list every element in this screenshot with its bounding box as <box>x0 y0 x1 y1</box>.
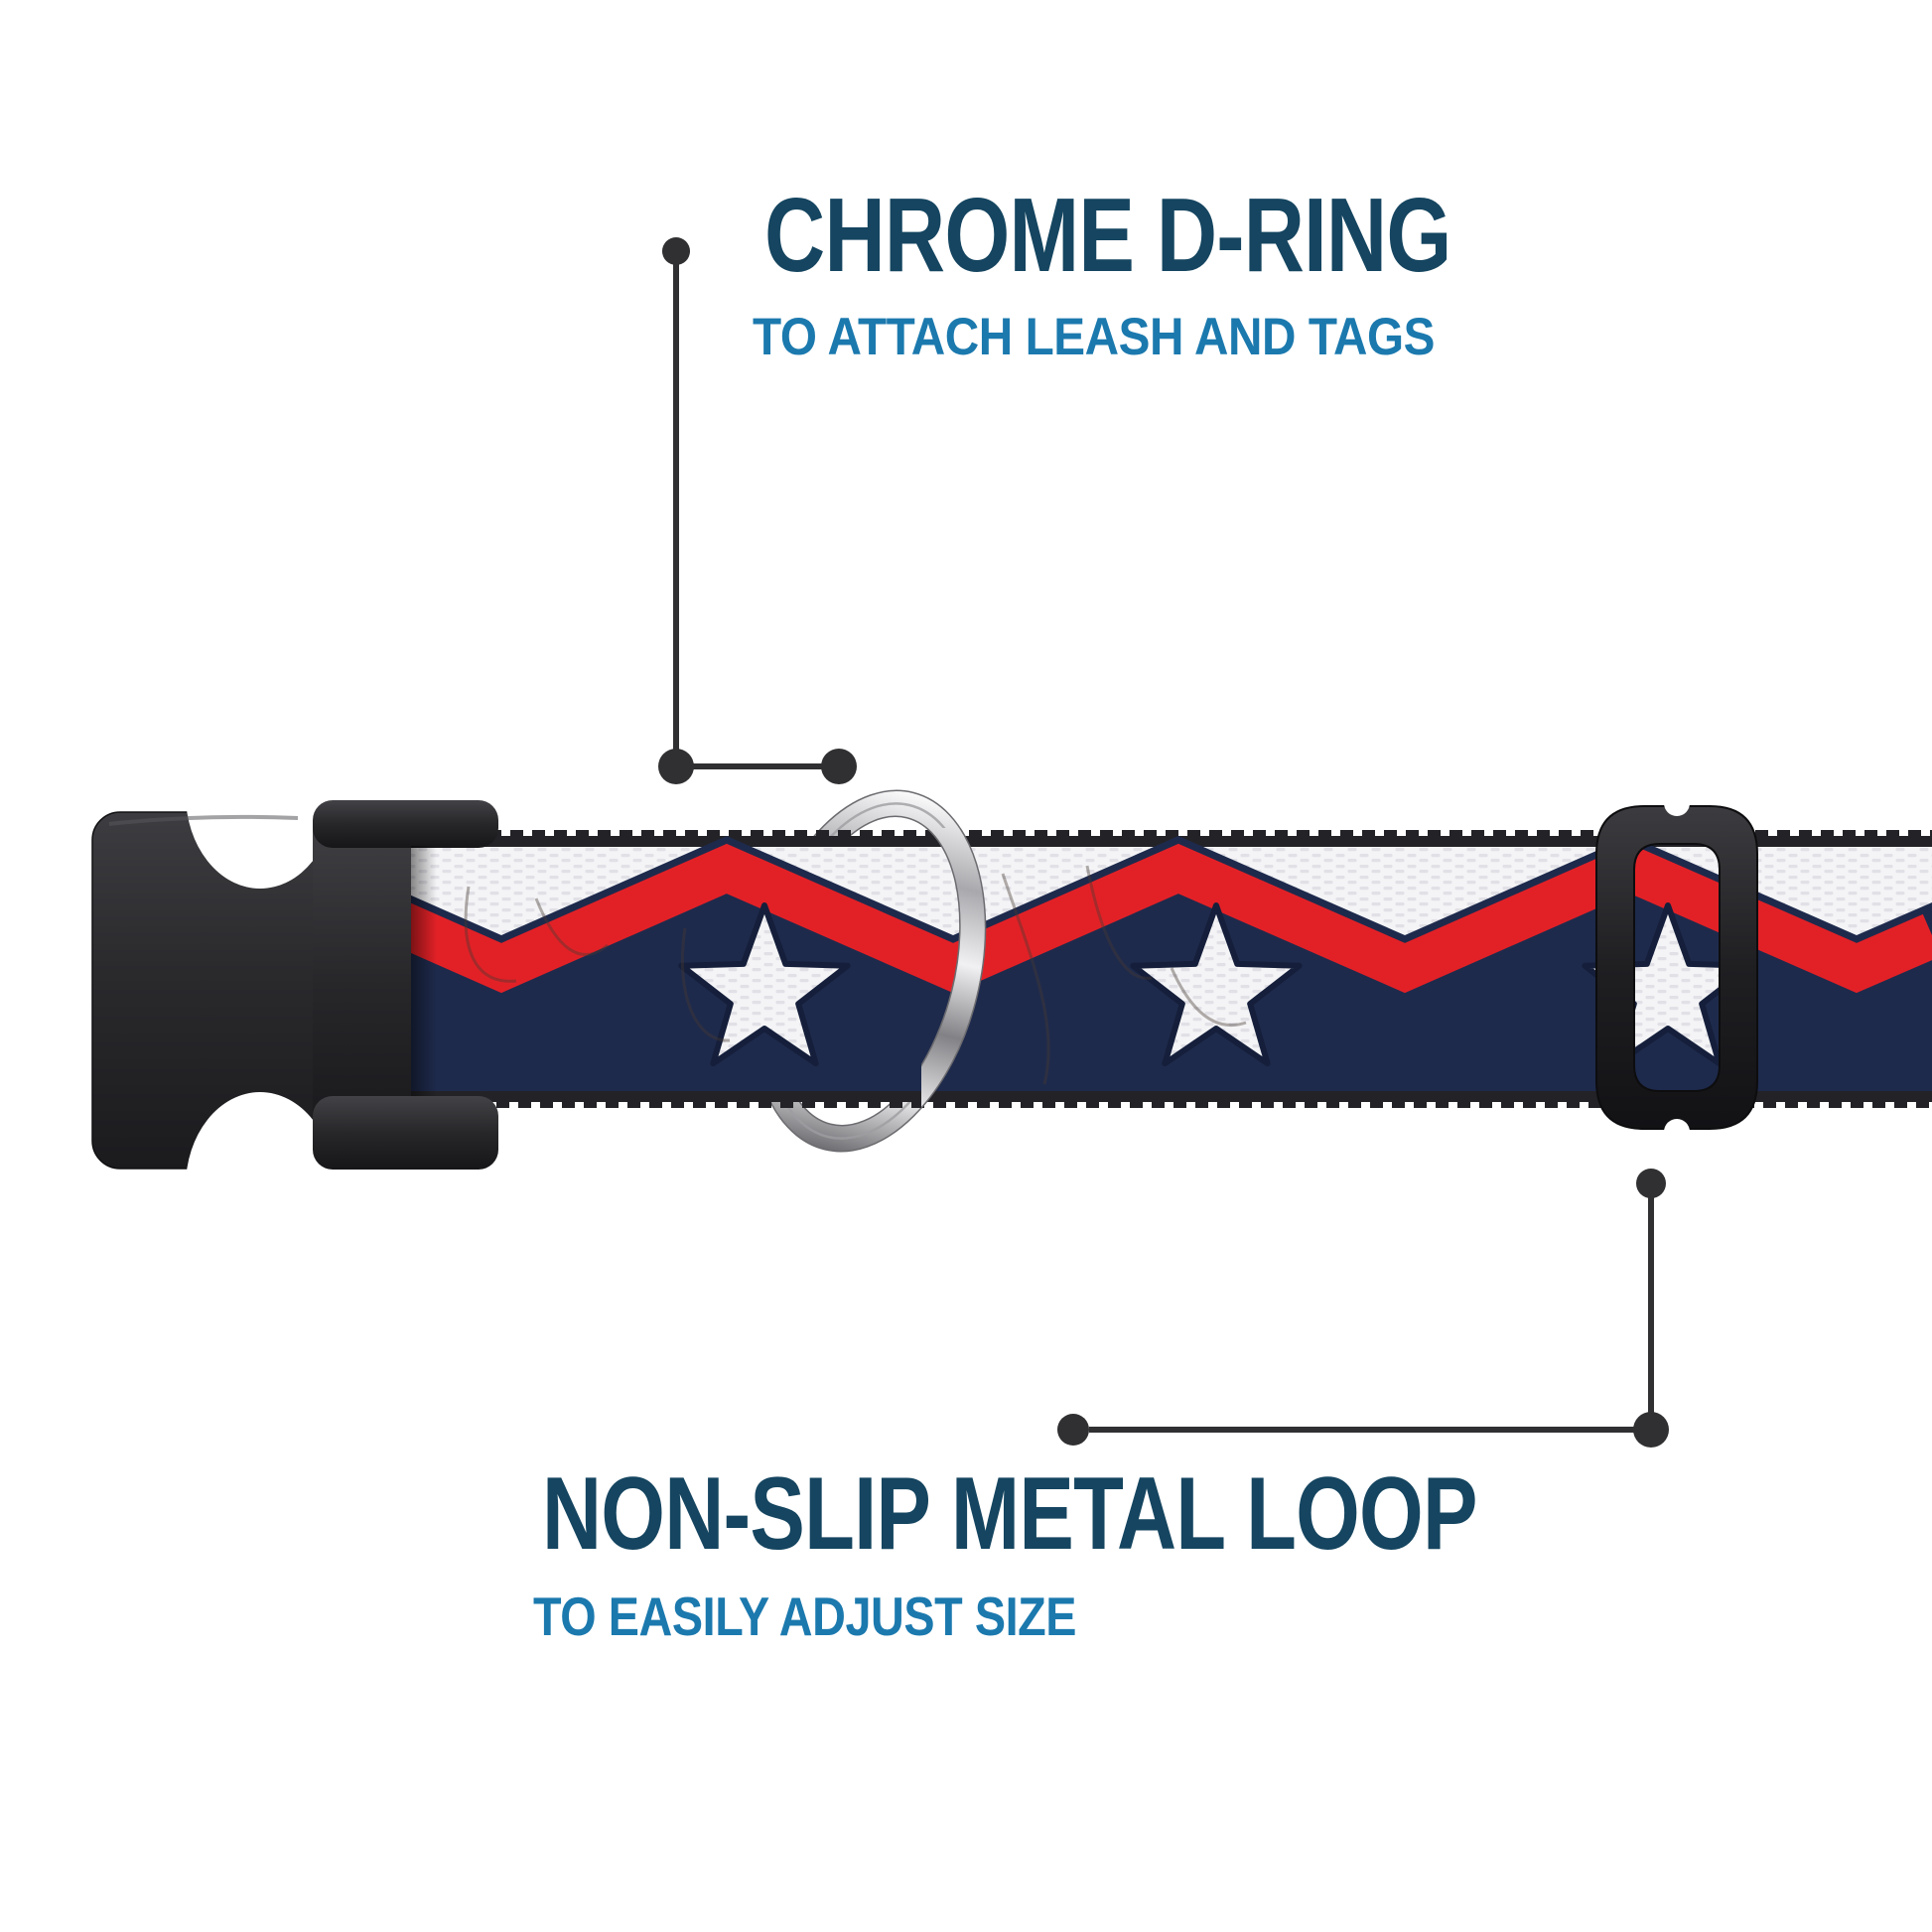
slider-frame <box>1595 805 1758 1130</box>
top-callout-title-text: CHROME D-RING <box>764 177 1451 294</box>
webbing-red-chevron <box>353 843 1932 994</box>
slider <box>1595 790 1758 1145</box>
slider-center-bar-notch-bottom <box>1664 1119 1690 1145</box>
buckle-head-top-flange <box>313 800 498 848</box>
top-callout-connector <box>658 237 857 784</box>
collar-webbing <box>353 830 1932 1108</box>
connector-dot <box>821 749 857 784</box>
webbing-fold-shadow <box>411 846 437 1096</box>
top-callout-subtitle-text: TO ATTACH LEASH AND TAGS <box>753 308 1436 366</box>
buckle-bottom-notch <box>186 1092 335 1281</box>
bottom-callout-title: NON-SLIP METAL LOOP <box>542 1462 1711 1566</box>
d-ring-annulus-front <box>921 828 987 1118</box>
buckle-highlight <box>108 814 299 826</box>
star-icon <box>678 902 851 1067</box>
top-callout-title: CHROME D-RING <box>764 183 1622 288</box>
buckle-head-bottom-flange <box>313 1096 498 1170</box>
buckle-top-notch <box>186 700 335 889</box>
star-icon <box>1130 902 1303 1067</box>
buckle-head-column <box>313 800 411 1170</box>
connector-dot <box>1633 1412 1669 1448</box>
connector-dot <box>1636 1169 1666 1198</box>
buckle <box>91 700 498 1281</box>
bottom-callout-title-text: NON-SLIP METAL LOOP <box>542 1456 1477 1572</box>
connector-dot <box>662 237 690 265</box>
connector-dot <box>658 749 694 784</box>
slider-center-bar-notch-top <box>1664 790 1690 816</box>
d-ring-front <box>921 828 987 1118</box>
webbing-faint-sketch-lines <box>464 865 1247 1085</box>
bottom-callout-subtitle: TO EASILY ADJUST SIZE <box>533 1589 1173 1644</box>
top-callout-subtitle: TO ATTACH LEASH AND TAGS <box>753 311 1510 363</box>
bottom-callout-subtitle-text: TO EASILY ADJUST SIZE <box>533 1586 1077 1647</box>
bottom-callout-connector <box>1057 1169 1669 1448</box>
connector-dot <box>1057 1414 1089 1446</box>
